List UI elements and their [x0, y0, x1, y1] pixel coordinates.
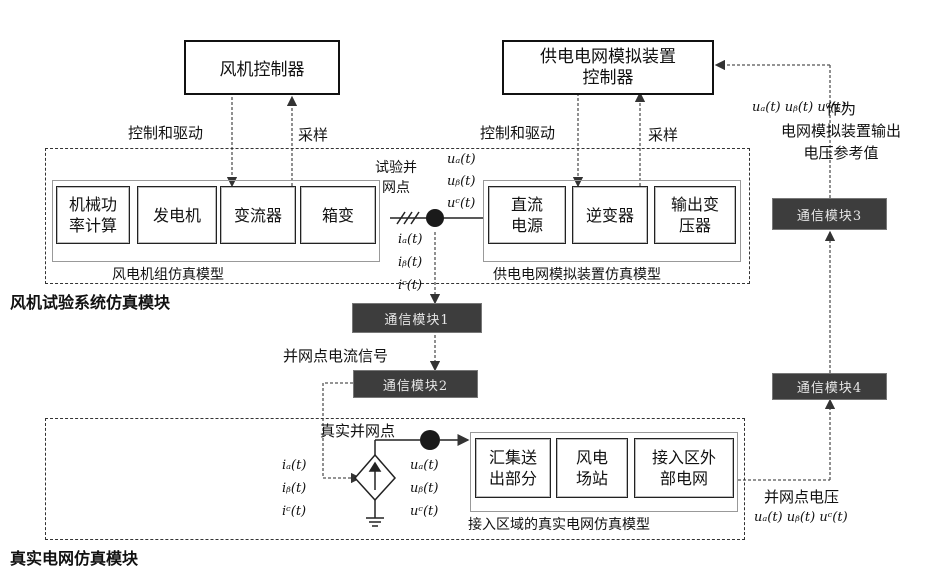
sample-label-right: 采样 [648, 124, 678, 145]
real-block-external-grid: 接入区外 部电网 [634, 438, 734, 498]
grid-sim-group-label: 供电电网模拟装置仿真模型 [493, 264, 661, 284]
ic-top: iᶜ(t) [398, 278, 422, 293]
ic-bottom: iᶜ(t) [282, 504, 306, 519]
wind-block-mech-power: 机械功 率计算 [56, 186, 130, 244]
wind-block-converter: 变流器 [220, 186, 296, 244]
voltage-ref-note: 作为 电网模拟装置输出 电压参考值 [752, 98, 902, 164]
grid-block-output-transformer: 输出变 压器 [654, 186, 736, 244]
uc-bottom: uᶜ(t) [410, 504, 438, 519]
wind-controller-box: 风机控制器 [184, 40, 340, 95]
grid-sim-controller-label: 供电电网模拟装置 控制器 [540, 47, 676, 89]
pcc-voltage-label: 并网点电压 [764, 486, 839, 507]
comm-module-3: 通信模块3 [772, 198, 887, 230]
real-grid-module-label: 真实电网仿真模块 [10, 545, 138, 569]
wind-turbine-group-label: 风电机组仿真模型 [112, 264, 224, 284]
wind-test-module-label: 风机试验系统仿真模块 [10, 289, 170, 313]
ub-bottom: uᵦ(t) [410, 481, 438, 496]
ua-top: uₐ(t) [447, 152, 476, 167]
comm-module-2: 通信模块2 [353, 370, 478, 398]
ib-bottom: iᵦ(t) [282, 481, 306, 496]
ib-top: iᵦ(t) [398, 255, 422, 270]
ctrl-drive-label-right: 控制和驱动 [480, 122, 555, 143]
ub-top: uᵦ(t) [447, 174, 475, 189]
wind-block-generator: 发电机 [137, 186, 217, 244]
real-block-wind-farm: 风电 场站 [556, 438, 628, 498]
grid-sim-controller-box: 供电电网模拟装置 控制器 [502, 40, 714, 95]
grid-block-inverter: 逆变器 [572, 186, 648, 244]
uc-top: uᶜ(t) [447, 196, 475, 211]
real-grid-group-label: 接入区域的真实电网仿真模型 [468, 514, 650, 534]
uabc-bottom-symbols: uₐ(t) uᵦ(t) uᶜ(t) [754, 510, 848, 525]
comm-module-1: 通信模块1 [352, 303, 482, 333]
real-block-collection: 汇集送 出部分 [475, 438, 551, 498]
ia-top: iₐ(t) [398, 232, 422, 247]
ctrl-drive-label-left: 控制和驱动 [128, 122, 203, 143]
ia-bottom: iₐ(t) [282, 458, 306, 473]
real-pcc-label: 真实并网点 [320, 420, 395, 441]
grid-block-dc-source: 直流 电源 [488, 186, 566, 244]
ua-bottom: uₐ(t) [410, 458, 439, 473]
comm-module-4: 通信模块4 [772, 373, 887, 400]
pcc-current-signal-label: 并网点电流信号 [283, 345, 388, 366]
wind-controller-label: 风机控制器 [220, 55, 305, 80]
sample-label-left: 采样 [298, 124, 328, 145]
test-pcc-label: 试验并 网点 [375, 158, 417, 198]
wind-block-box-transformer: 箱变 [300, 186, 376, 244]
